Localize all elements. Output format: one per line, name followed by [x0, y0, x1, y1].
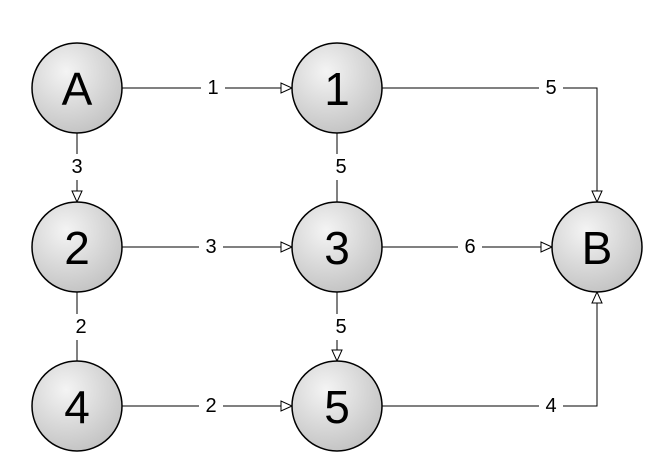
- arrowhead: [331, 349, 343, 363]
- node-label: 2: [64, 222, 90, 274]
- node-4: 4: [31, 360, 123, 452]
- edge-weight-label: 5: [545, 77, 556, 99]
- node-a: A: [31, 42, 123, 134]
- node-2: 2: [31, 201, 123, 293]
- edge-line: [382, 292, 598, 407]
- edge-weight-label: 2: [75, 316, 86, 338]
- edge-label-background: [329, 314, 353, 340]
- edge-label-background: [539, 393, 563, 419]
- node-circle: [291, 360, 383, 452]
- node-b: B: [551, 201, 643, 293]
- node-label: A: [62, 63, 93, 115]
- edge-label-background: [199, 234, 223, 260]
- arrowhead: [280, 400, 294, 412]
- edge-1-3: 5: [329, 133, 353, 202]
- edges-layer: 1 5 3 5 3 6 2 5 2 4: [65, 75, 603, 419]
- edge-3-b: 6: [382, 234, 554, 260]
- node-label: 3: [324, 222, 350, 274]
- node-label: 4: [64, 381, 90, 433]
- node-circle: [291, 201, 383, 293]
- arrowhead: [71, 190, 83, 204]
- edge-3-5: 5: [329, 292, 353, 363]
- node-circle: [31, 201, 123, 293]
- edge-2-3: 3: [122, 234, 294, 260]
- edge-weight-label: 5: [335, 316, 346, 338]
- edge-label-background: [539, 75, 563, 101]
- edge-weight-label: 3: [71, 156, 82, 178]
- edge-4-5: 2: [122, 393, 294, 419]
- edge-a-2: 3: [65, 133, 89, 204]
- node-circle: [31, 360, 123, 452]
- edge-weight-label: 4: [545, 395, 556, 417]
- edge-label-background: [329, 154, 353, 180]
- node-5: 5: [291, 360, 383, 452]
- edge-label-background: [458, 234, 482, 260]
- edge-weight-label: 3: [205, 236, 216, 258]
- node-circle: [551, 201, 643, 293]
- edge-weight-label: 6: [464, 236, 475, 258]
- node-circle: [291, 42, 383, 134]
- edge-label-background: [69, 314, 93, 340]
- arrowhead: [591, 190, 603, 204]
- edge-a-1: 1: [122, 75, 294, 101]
- edge-1-b: 5: [382, 75, 603, 204]
- edge-5-b: 4: [382, 290, 603, 419]
- node-label: 1: [324, 63, 350, 115]
- node-1: 1: [291, 42, 383, 134]
- edge-line: [382, 87, 598, 202]
- node-label: B: [582, 222, 613, 274]
- arrowhead: [280, 82, 294, 94]
- arrowhead: [280, 241, 294, 253]
- edge-weight-label: 2: [205, 395, 216, 417]
- edge-2-4: 2: [69, 292, 93, 361]
- node-3: 3: [291, 201, 383, 293]
- edge-label-background: [201, 75, 225, 101]
- edge-label-background: [199, 393, 223, 419]
- edge-weight-label: 1: [207, 77, 218, 99]
- node-label: 5: [324, 381, 350, 433]
- edge-label-background: [65, 154, 89, 180]
- edge-weight-label: 5: [335, 156, 346, 178]
- arrowhead: [540, 241, 554, 253]
- node-circle: [31, 42, 123, 134]
- arrowhead: [591, 290, 603, 304]
